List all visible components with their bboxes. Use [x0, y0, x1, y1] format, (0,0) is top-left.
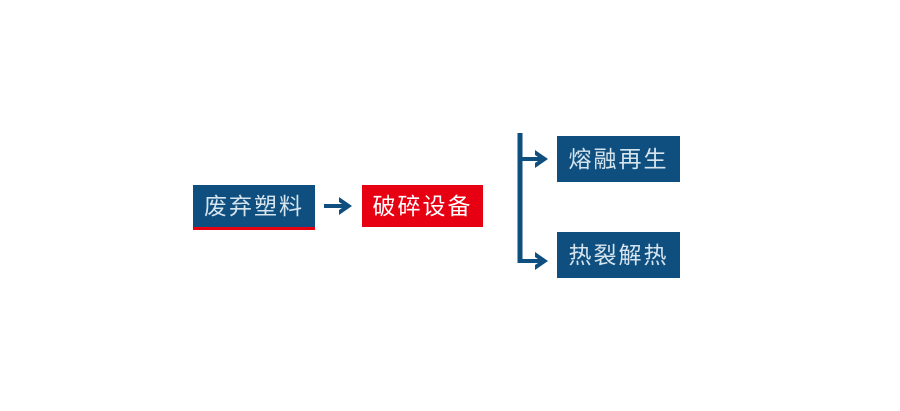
process-node-pyrolysis-label: 热裂解热 — [568, 241, 669, 268]
branch-split-icon — [508, 126, 562, 286]
process-node-waste-plastic[interactable]: 废弃塑料 — [193, 185, 315, 230]
process-node-melt-regeneration[interactable]: 熔融再生 — [557, 136, 680, 182]
process-node-crusher-equipment-label: 破碎设备 — [372, 192, 473, 219]
process-node-crusher-equipment[interactable]: 破碎设备 — [362, 185, 483, 227]
process-node-melt-regeneration-label: 熔融再生 — [568, 145, 669, 172]
process-node-waste-plastic-label: 废弃塑料 — [204, 192, 304, 219]
arrow-right-icon — [322, 192, 356, 220]
process-node-pyrolysis[interactable]: 热裂解热 — [557, 232, 680, 278]
